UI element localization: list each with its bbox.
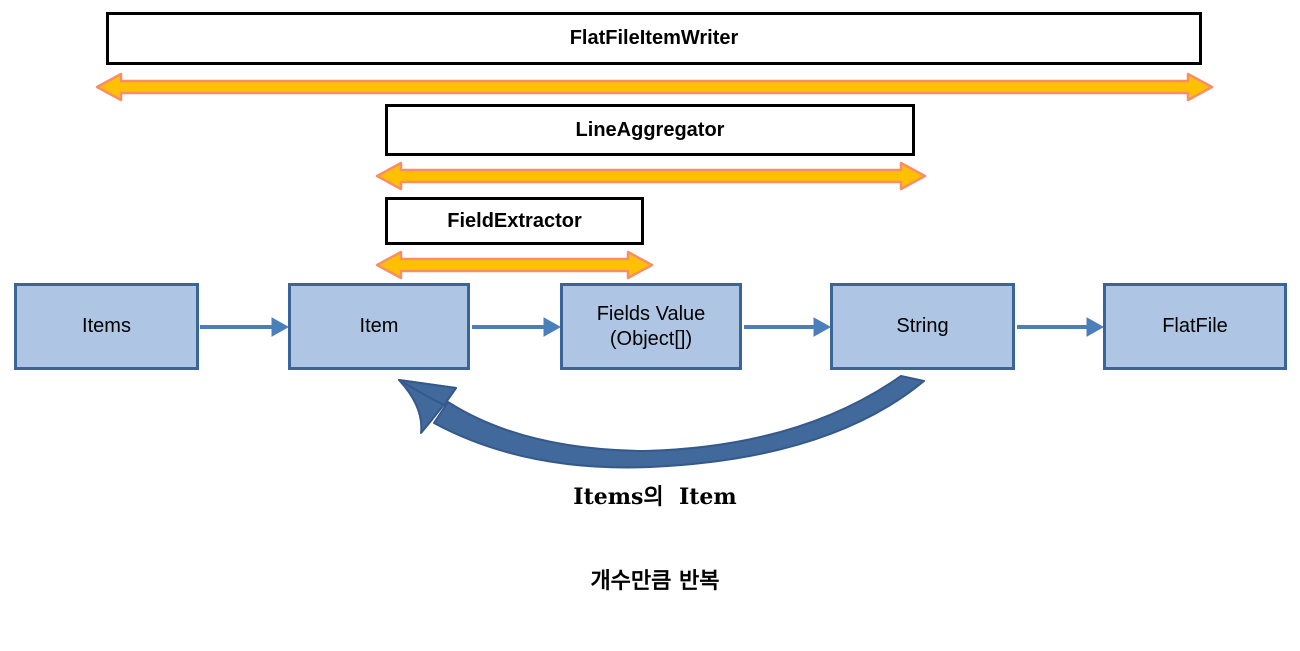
layer-label: FieldExtractor <box>447 209 582 232</box>
node-label: String <box>896 315 949 337</box>
loop-annotation-line2: 개수만큼 반복 <box>590 568 720 594</box>
layer-box-flatfileitemwriter: FlatFileItemWriter <box>106 12 1202 65</box>
node-sublabel: (Object[]) <box>609 327 693 350</box>
diagram-arrow-layer <box>95 72 1214 469</box>
flow-arrow-items-to-item <box>200 317 290 337</box>
node-box-string: String <box>830 283 1015 370</box>
node-box-items: Items <box>14 283 199 370</box>
range-arrow-lineaggregator <box>375 161 927 191</box>
layer-box-lineaggregator: LineAggregator <box>385 104 915 156</box>
node-label: FlatFile <box>1162 315 1228 337</box>
loop-annotation: Items의 Item 개수만큼 반복 <box>520 427 790 651</box>
layer-label: FlatFileItemWriter <box>569 27 739 49</box>
flow-arrow-fieldsvalue-to-string <box>744 317 832 337</box>
loop-annotation-line1: Items의 Item <box>573 484 737 510</box>
node-box-item: Item <box>288 283 470 370</box>
node-label: Items <box>82 315 131 337</box>
range-arrow-flatfileitemwriter <box>95 72 1214 102</box>
layer-label: LineAggregator <box>575 118 725 141</box>
layer-box-fieldextractor: FieldExtractor <box>385 197 644 245</box>
range-arrow-fieldextractor <box>375 250 654 280</box>
node-label: Fields Value <box>596 302 706 325</box>
flatfileitemwriter-diagram: FlatFileItemWriter LineAggregator FieldE… <box>14 12 1287 594</box>
node-box-flatfile: FlatFile <box>1103 283 1287 370</box>
loop-arrow-string-to-item <box>398 375 925 469</box>
flow-arrow-string-to-flatfile <box>1017 317 1105 337</box>
flow-arrow-item-to-fieldsvalue <box>472 317 562 337</box>
node-label: Item <box>359 315 399 337</box>
node-box-fields-value: Fields Value (Object[]) <box>560 283 742 370</box>
